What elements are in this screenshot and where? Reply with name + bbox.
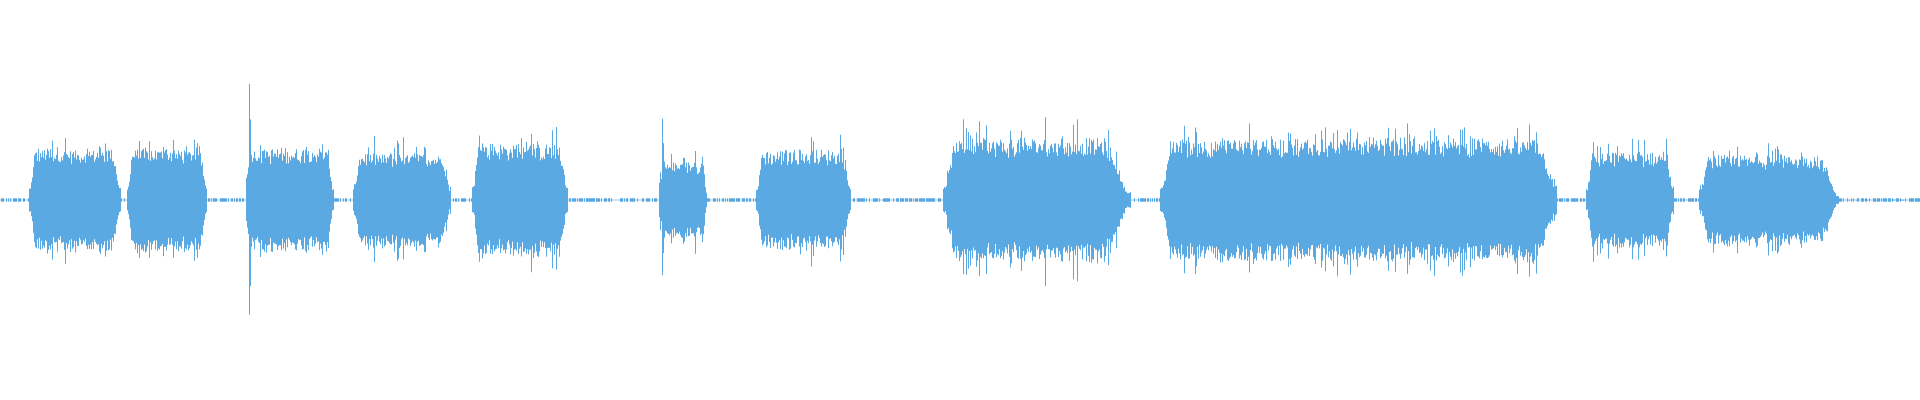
waveform-tail-dot — [1901, 199, 1904, 201]
waveform-tail-dot — [1865, 199, 1868, 201]
waveform-tail-dot — [1847, 199, 1850, 201]
waveform-tail-dots — [1847, 199, 1913, 201]
waveform-tail-dot — [1910, 199, 1913, 201]
waveform-tail-dot — [1883, 199, 1886, 201]
waveform-tail-dot — [1892, 199, 1895, 201]
waveform-tail-dot — [1874, 199, 1877, 201]
waveform-bars — [1, 83, 1920, 315]
waveform-tail-dot — [1856, 199, 1859, 201]
